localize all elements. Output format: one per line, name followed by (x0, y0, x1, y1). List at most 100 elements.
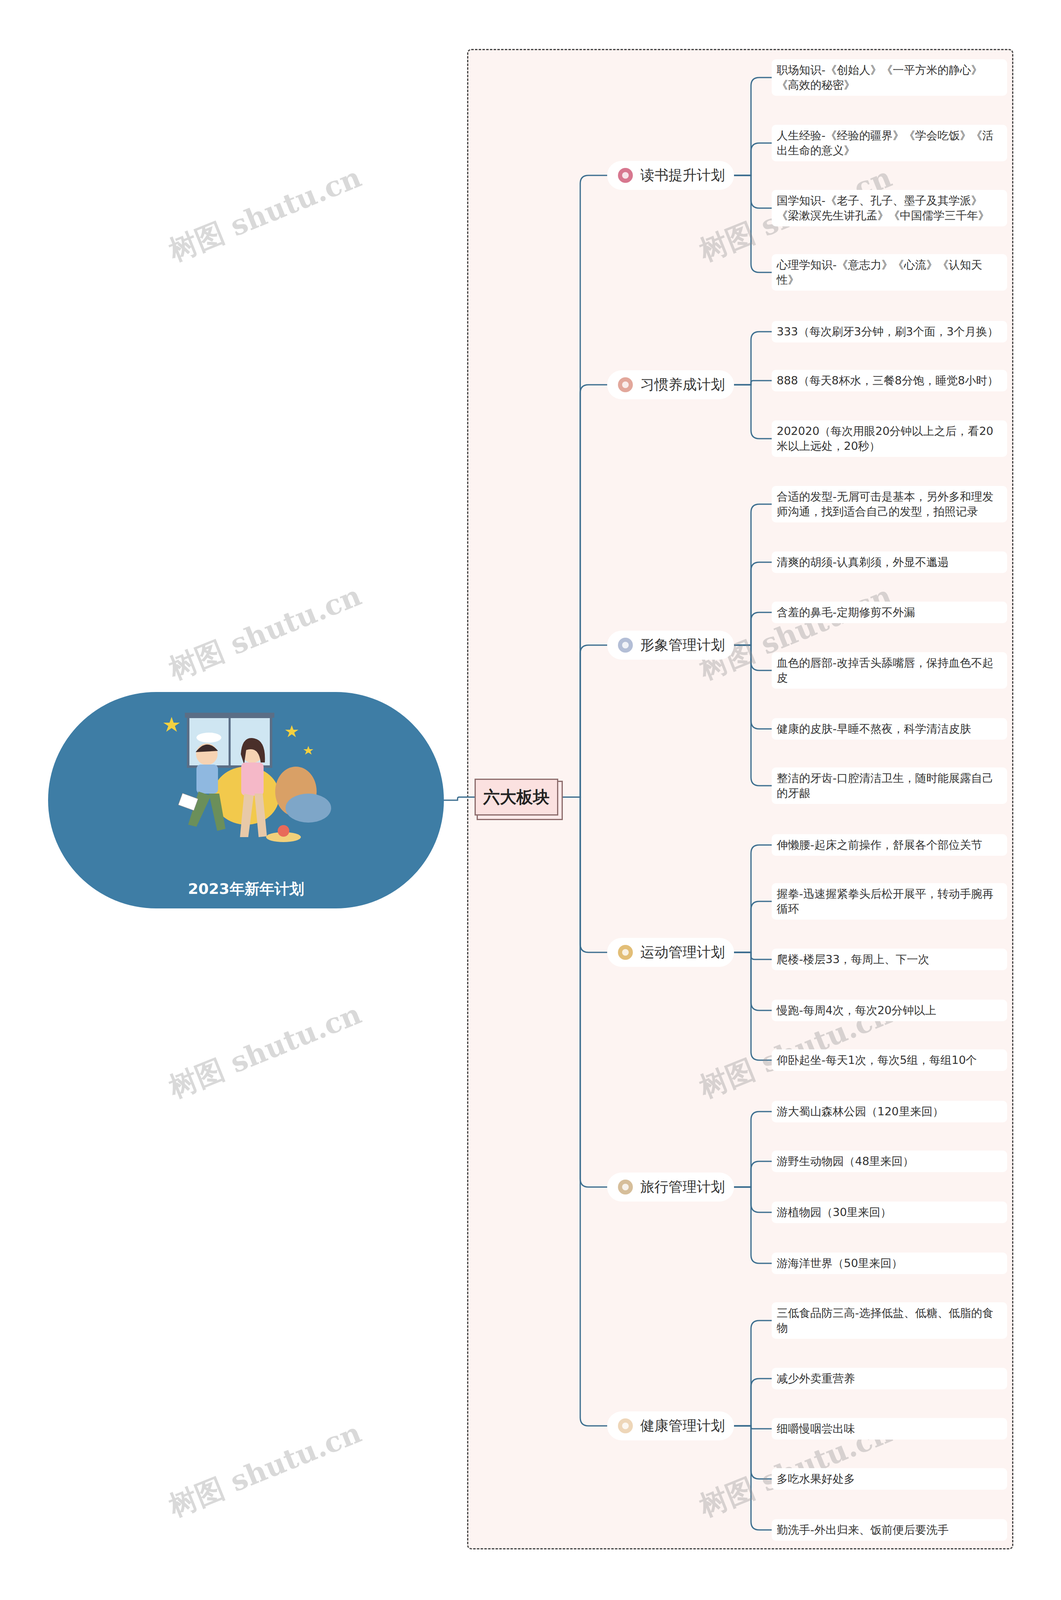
watermark: 树图 shutu.cn (163, 995, 367, 1107)
couple-illustration (159, 712, 334, 850)
leaf-text: 伸懒腰-起床之前操作，舒展各个部位关节 (776, 837, 1003, 853)
leaf-node: 血色的唇部-改掉舌头舔嘴唇，保持血色不起皮 (771, 651, 1008, 689)
leaf-node: 游植物园（30里来回） (771, 1201, 1008, 1223)
leaf-text: 清爽的胡须-认真剃须，外显不邋遢 (776, 554, 1003, 570)
tree-connector (733, 331, 772, 385)
branch-icon (616, 375, 635, 394)
branch-icon (616, 1416, 635, 1435)
tree-connector (733, 175, 772, 209)
leaf-node: 职场知识-《创始人》《一平方米的静心》《高效的秘密》 (771, 59, 1008, 96)
branch-node: 读书提升计划 (607, 160, 734, 190)
leaf-text: 含羞的鼻毛-定期修剪不外漏 (776, 604, 1003, 620)
leaf-node: 333（每次刷牙3分钟，刷3个面，3个月换） (771, 320, 1008, 343)
root-node: 2023年新年计划 (48, 691, 444, 909)
leaf-node: 减少外卖重营养 (771, 1367, 1008, 1389)
leaf-text: 减少外卖重营养 (776, 1370, 1003, 1386)
leaf-text: 职场知识-《创始人》《一平方米的静心》《高效的秘密》 (776, 62, 1003, 93)
leaf-node: 人生经验-《经验的疆界》《学会吃饭》《活出生命的意义》 (771, 124, 1008, 162)
leaf-node: 心理学知识-《意志力》《心流》《认知天性》 (771, 254, 1008, 291)
tree-connector (733, 1186, 772, 1212)
leaf-text: 细嚼慢咽尝出味 (776, 1420, 1003, 1436)
branch-text: 形象管理计划 (640, 635, 725, 655)
branch-node: 形象管理计划 (607, 630, 734, 660)
leaf-node: 仰卧起坐-每天1次，每次5组，每组10个 (771, 1048, 1008, 1071)
tree-connector (733, 844, 772, 952)
tree-connector (733, 77, 772, 176)
leaf-node: 国学知识-《老子、孔子、墨子及其学派》《梁漱溟先生讲孔孟》《中国儒学三千年》 (771, 189, 1008, 227)
branch-text: 旅行管理计划 (640, 1177, 725, 1197)
tree-connector (558, 384, 608, 797)
leaf-node: 细嚼慢咽尝出味 (771, 1417, 1008, 1439)
tree-connector (733, 142, 772, 176)
leaf-node: 伸懒腰-起床之前操作，舒展各个部位关节 (771, 833, 1008, 856)
leaf-text: 国学知识-《老子、孔子、墨子及其学派》《梁漱溟先生讲孔孟》《中国儒学三千年》 (776, 193, 1003, 223)
branch-icon (616, 1177, 635, 1196)
leaf-text: 爬楼-楼层33，每周上、下一次 (776, 951, 1003, 967)
leaf-text: 人生经验-《经验的疆界》《学会吃饭》《活出生命的意义》 (776, 128, 1003, 158)
branch-text: 健康管理计划 (640, 1415, 725, 1435)
tree-connector (733, 384, 772, 439)
root-text: 2023年新年计划 (187, 878, 304, 899)
tree-connector (558, 796, 608, 953)
leaf-text: 整洁的牙齿-口腔清洁卫生，随时能展露自己的牙龈 (776, 770, 1003, 801)
branch-node: 健康管理计划 (607, 1410, 734, 1440)
branch-node: 运动管理计划 (607, 937, 734, 967)
tree-connector (733, 1186, 772, 1263)
leaf-text: 333（每次刷牙3分钟，刷3个面，3个月换） (776, 324, 1003, 340)
branch-icon (616, 166, 635, 185)
leaf-text: 游大蜀山森林公园（120里来回） (776, 1103, 1003, 1119)
leaf-node: 多吃水果好处多 (771, 1467, 1008, 1490)
tree-connector (733, 901, 772, 952)
leaf-text: 多吃水果好处多 (776, 1470, 1003, 1486)
leaf-node: 健康的皮肤-早睡不熬夜，科学清洁皮肤 (771, 717, 1008, 740)
leaf-text: 三低食品防三高-选择低盐、低糖、低脂的食物 (776, 1305, 1003, 1335)
leaf-node: 合适的发型-无屑可击是基本，另外多和理发师沟通，找到适合自己的发型，拍照记录 (771, 485, 1008, 523)
leaf-text: 游野生动物园（48里来回） (776, 1153, 1003, 1169)
leaf-text: 血色的唇部-改掉舌头舔嘴唇，保持血色不起皮 (776, 655, 1003, 686)
leaf-node: 勤洗手-外出归来、饭前便后要洗手 (771, 1518, 1008, 1541)
leaf-text: 游植物园（30里来回） (776, 1204, 1003, 1220)
leaf-text: 勤洗手-外出归来、饭前便后要洗手 (776, 1521, 1003, 1537)
leaf-text: 握拳-迅速握紧拳头后松开展平，转动手腕再循环 (776, 886, 1003, 916)
leaf-node: 888（每天8杯水，三餐8分饱，睡觉8小时） (771, 369, 1008, 392)
hub-text: 六大板块 (483, 785, 550, 809)
leaf-text: 健康的皮肤-早睡不熬夜，科学清洁皮肤 (776, 721, 1003, 737)
leaf-node: 握拳-迅速握紧拳头后松开展平，转动手腕再循环 (771, 882, 1008, 920)
tree-connector (443, 796, 475, 801)
leaf-node: 清爽的胡须-认真剃须，外显不邋遢 (771, 551, 1008, 573)
tree-connector (733, 1160, 772, 1187)
leaf-text: 心理学知识-《意志力》《心流》《认知天性》 (776, 257, 1003, 288)
leaf-node: 慢跑-每周4次，每次20分钟以上 (771, 999, 1008, 1021)
leaf-text: 仰卧起坐-每天1次，每次5组，每组10个 (776, 1052, 1003, 1068)
leaf-text: 游海洋世界（50里来回） (776, 1255, 1003, 1271)
leaf-text: 888（每天8杯水，三餐8分饱，睡觉8小时） (776, 373, 1003, 388)
tree-connector (733, 1320, 772, 1426)
leaf-node: 游大蜀山森林公园（120里来回） (771, 1100, 1008, 1122)
watermark: 树图 shutu.cn (163, 576, 367, 689)
leaf-node: 整洁的牙齿-口腔清洁卫生，随时能展露自己的牙龈 (771, 767, 1008, 804)
tree-connector (558, 796, 608, 1187)
leaf-node: 游野生动物园（48里来回） (771, 1150, 1008, 1172)
tree-connector (558, 175, 608, 797)
leaf-node: 202020（每次用眼20分钟以上之后，看20米以上远处，20秒） (771, 420, 1008, 457)
branch-icon (616, 635, 635, 655)
branch-icon (616, 942, 635, 962)
hub-node: 六大板块 (474, 778, 559, 816)
tree-connector (733, 1378, 772, 1426)
leaf-node: 游海洋世界（50里来回） (771, 1252, 1008, 1274)
branch-text: 读书提升计划 (640, 165, 725, 185)
tree-connector (733, 951, 772, 960)
watermark: 树图 shutu.cn (163, 158, 367, 271)
leaf-node: 含羞的鼻毛-定期修剪不外漏 (771, 601, 1008, 623)
tree-connector (558, 644, 608, 797)
branch-text: 运动管理计划 (640, 942, 725, 962)
tree-connector (558, 796, 608, 1426)
leaf-text: 合适的发型-无屑可击是基本，另外多和理发师沟通，找到适合自己的发型，拍照记录 (776, 489, 1003, 519)
watermark: 树图 shutu.cn (163, 1413, 367, 1526)
tree-connector (733, 1111, 772, 1187)
branch-node: 旅行管理计划 (607, 1172, 734, 1202)
leaf-text: 慢跑-每周4次，每次20分钟以上 (776, 1002, 1003, 1018)
branch-text: 习惯养成计划 (640, 375, 725, 395)
tree-connector (733, 951, 772, 1011)
leaf-node: 三低食品防三高-选择低盐、低糖、低脂的食物 (771, 1301, 1008, 1339)
